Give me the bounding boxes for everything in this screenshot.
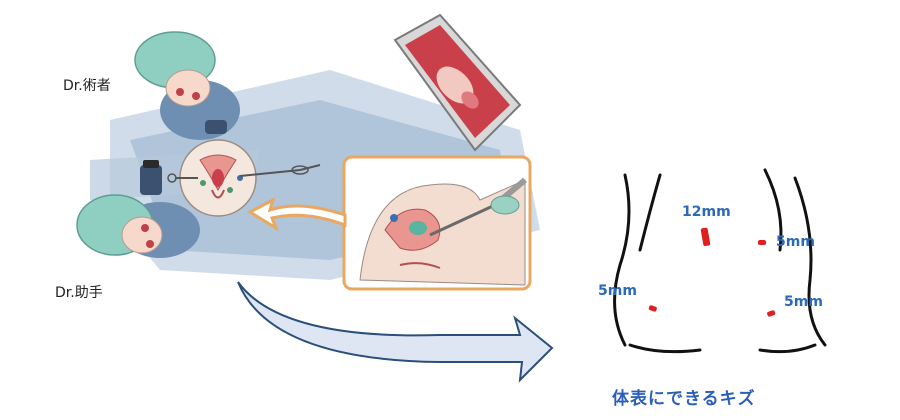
monitor (393, 13, 522, 152)
incision-label-5mm-right-lower: 5mm (784, 294, 823, 310)
surgeon-label: Dr.術者 (63, 78, 111, 94)
patient-anatomy (179, 139, 257, 217)
incision-5mm-right-upper (758, 240, 766, 245)
incision-marks (648, 227, 776, 317)
laparoscope-instrument (167, 164, 321, 183)
surgeon-figure (134, 31, 240, 140)
incision-label-5mm-left: 5mm (598, 283, 637, 299)
inset-detail (342, 155, 532, 291)
assistant-figure (76, 160, 200, 258)
assistant-label: Dr.助手 (55, 285, 103, 301)
incision-label-5mm-right-upper: 5mm (776, 234, 815, 250)
flow-arrow (237, 281, 554, 383)
body-surface-caption: 体表にできるキズ (612, 389, 756, 409)
abdomen-outline (613, 168, 827, 354)
incision-5mm-right-lower (767, 310, 776, 317)
incision-5mm-left (648, 305, 657, 312)
incision-12mm (700, 227, 711, 247)
incision-label-12mm: 12mm (682, 204, 731, 220)
inset-pointer-arrow (246, 197, 347, 232)
